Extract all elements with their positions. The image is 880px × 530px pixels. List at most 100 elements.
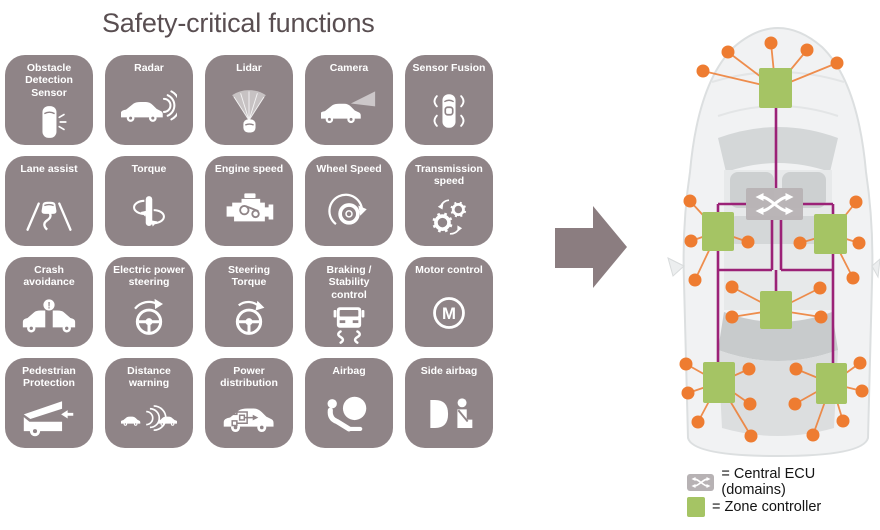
sensor-node [721, 45, 735, 59]
function-tile-engine-speed: Engine speed [205, 156, 293, 246]
sensor-node [814, 310, 828, 324]
function-tile-label: Wheel Speed [316, 163, 382, 175]
sensor-node [855, 384, 869, 398]
sensor-node [806, 428, 820, 442]
function-tile-braking-stability-control: Braking / Stability control [305, 257, 393, 347]
distance-warning-icon [105, 390, 193, 448]
function-tile-lane-assist: Lane assist [5, 156, 93, 246]
sensor-node [788, 397, 802, 411]
zone-controller-rear-right [816, 363, 847, 404]
sensor-node [830, 56, 844, 70]
radar-icon [105, 76, 193, 145]
sensor-node [725, 280, 739, 294]
function-tile-label: Steering Torque [227, 264, 270, 289]
legend-label-zone-controller: = Zone controller [712, 499, 822, 515]
side-airbag-icon [405, 379, 493, 448]
engine-speed-icon [205, 177, 293, 246]
function-tile-label: Obstacle Detection Sensor [25, 62, 73, 99]
function-tile-obstacle-detection-sensor: Obstacle Detection Sensor [5, 55, 93, 145]
sensor-node [744, 429, 758, 443]
camera-icon [305, 76, 393, 145]
legend-label-central-ecu: = Central ECU (domains) [721, 466, 816, 498]
function-tile-radar: Radar [105, 55, 193, 145]
transmission-speed-icon [405, 188, 493, 246]
svg-text:!: ! [47, 300, 50, 310]
sensor-node [846, 271, 860, 285]
legend-central-ecu: = Central ECU (domains) [687, 466, 880, 498]
sensor-node [743, 397, 757, 411]
page-title: Safety-critical functions [102, 8, 375, 38]
sensor-node [691, 415, 705, 429]
function-tile-wheel-speed: Wheel Speed [305, 156, 393, 246]
crash-avoidance-icon: ! [5, 289, 93, 347]
function-tile-label: Transmission speed [415, 163, 483, 188]
function-tile-steering-torque: Steering Torque [205, 257, 293, 347]
function-tile-side-airbag: Side airbag [405, 358, 493, 448]
legend-zone-controller: = Zone controller [687, 497, 821, 517]
central-ecu-icon [687, 473, 715, 491]
function-tile-label: Electric power steering [113, 264, 185, 289]
function-tile-label: Torque [131, 163, 167, 175]
right-arrow [555, 206, 627, 288]
function-tile-camera: Camera [305, 55, 393, 145]
sensor-node [836, 414, 850, 428]
function-tile-label: Camera [329, 62, 369, 74]
zone-controller-mid-left [702, 212, 734, 251]
central-ecu [746, 188, 803, 220]
function-tile-power-distribution: Power distribution [205, 358, 293, 448]
right-arrow-shaft [555, 228, 593, 268]
sensor-node [849, 195, 863, 209]
sensor-node [789, 362, 803, 376]
sensor-node [683, 194, 697, 208]
zone-controller-mid-right [814, 214, 847, 254]
function-tile-label: Lidar [236, 62, 262, 74]
function-tile-electric-power-steering: Electric power steering [105, 257, 193, 347]
function-tile-sensor-fusion: Sensor Fusion [405, 55, 493, 145]
sensor-node [793, 236, 807, 250]
function-tile-distance-warning: Distance warning [105, 358, 193, 448]
function-tile-airbag: Airbag [305, 358, 393, 448]
function-tile-crash-avoidance: Crash avoidance ! [5, 257, 93, 347]
sensor-node [725, 310, 739, 324]
function-tile-torque: Torque [105, 156, 193, 246]
airbag-icon [305, 379, 393, 448]
steering-torque-icon [205, 289, 293, 347]
sensor-node [696, 64, 710, 78]
function-tile-label: Engine speed [214, 163, 284, 175]
lidar-icon [205, 76, 293, 145]
function-tile-lidar: Lidar [205, 55, 293, 145]
svg-text:M: M [442, 304, 456, 323]
function-tile-label: Crash avoidance [23, 264, 75, 289]
function-tile-label: Sensor Fusion [412, 62, 486, 74]
sensor-node [764, 36, 778, 50]
sensor-node [853, 356, 867, 370]
wheel-speed-icon [305, 177, 393, 246]
function-tile-label: Braking / Stability control [326, 264, 372, 301]
function-tile-label: Distance warning [127, 365, 171, 390]
pedestrian-protection-icon [5, 390, 93, 448]
network-overlay [679, 36, 869, 443]
sensor-node [813, 281, 827, 295]
sensor-node [800, 43, 814, 57]
braking-stability-icon [305, 301, 393, 347]
motor-control-icon: M [405, 278, 493, 347]
function-tile-motor-control: Motor control M [405, 257, 493, 347]
sensor-fusion-icon [405, 76, 493, 145]
function-tile-label: Motor control [415, 264, 483, 276]
function-tile-transmission-speed: Transmission speed [405, 156, 493, 246]
right-arrow-head [593, 206, 627, 288]
function-tile-label: Radar [134, 62, 164, 74]
functions-grid: Obstacle Detection Sensor Radar Lidar Ca… [5, 55, 493, 448]
vehicle-architecture-diagram [660, 20, 880, 460]
obstacle-detection-icon [5, 99, 93, 145]
sensor-node [741, 235, 755, 249]
power-distribution-icon [205, 390, 293, 448]
zone-controller-front [759, 68, 792, 108]
torque-icon [105, 177, 193, 246]
function-tile-label: Pedestrian Protection [22, 365, 76, 390]
function-tile-label: Airbag [332, 365, 366, 377]
function-tile-pedestrian-protection: Pedestrian Protection [5, 358, 93, 448]
zone-controller-icon [687, 497, 705, 517]
lane-assist-icon [5, 177, 93, 246]
